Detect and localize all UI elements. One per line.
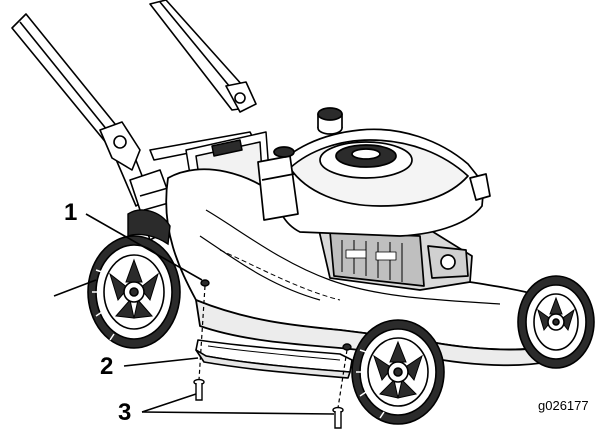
callout-2: 2 <box>100 353 113 380</box>
deflector-plate <box>195 339 353 379</box>
mount-hole-left <box>200 279 210 287</box>
leader-line-2 <box>123 357 199 367</box>
engine <box>257 107 491 291</box>
bolt-right <box>332 406 344 429</box>
handle <box>11 0 257 241</box>
leader-line-3b <box>141 411 335 415</box>
callout-3: 3 <box>118 399 131 426</box>
leader-lines <box>53 213 335 415</box>
mount-hole-right <box>342 343 352 351</box>
rear-right-wheel <box>517 275 595 369</box>
callouts: 1 2 3 <box>64 199 131 426</box>
leader-line-extra <box>53 279 97 297</box>
callout-1: 1 <box>64 199 77 226</box>
bolt-left <box>193 378 205 401</box>
fasteners <box>193 279 352 429</box>
front-left-wheel <box>87 235 181 349</box>
figure-id: g026177 <box>538 398 589 413</box>
leader-line-1 <box>85 213 203 281</box>
rear-left-wheel <box>127 209 171 246</box>
leader-line-3a <box>141 393 197 413</box>
front-right-wheel <box>351 319 445 425</box>
